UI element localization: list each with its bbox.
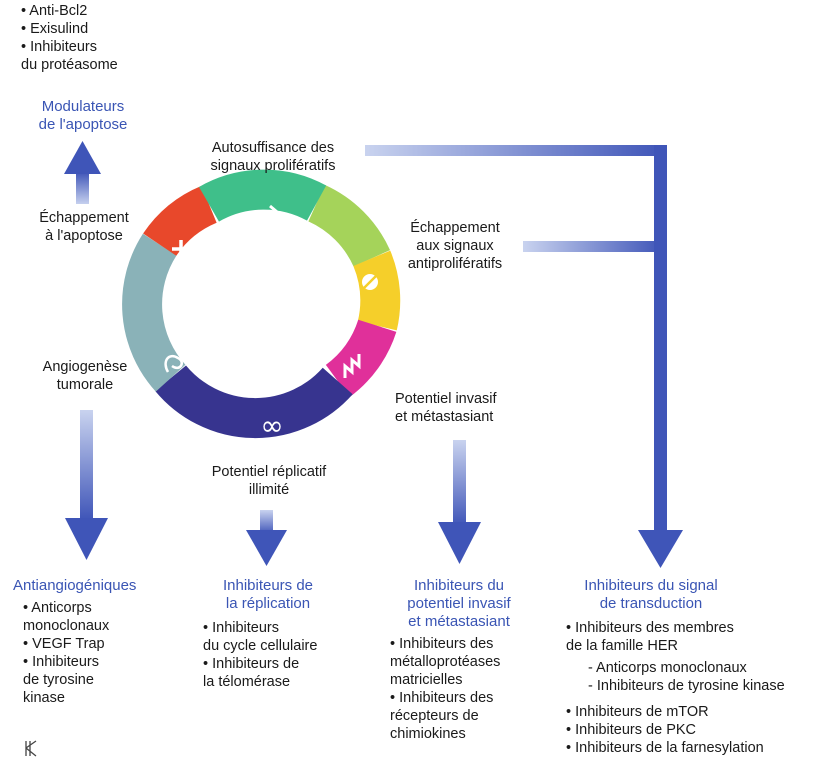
up-arrow	[64, 141, 101, 204]
list-item: • Exisulind	[21, 21, 89, 37]
cross-icon	[172, 240, 190, 258]
box-title: Inhibiteurs du signal de transduction	[584, 577, 718, 612]
list-item: • Inhibiteurs de mTOR	[566, 704, 709, 720]
list-item: • Inhibiteurs de PKC	[566, 722, 697, 738]
list-item: du protéasome	[21, 57, 118, 73]
list-item: • Anti-Bcl2	[21, 3, 88, 19]
list-item: • Inhibiteurs des	[390, 636, 494, 652]
box-title: Antiangiogéniques	[13, 577, 137, 594]
infinity-icon: ∞	[260, 409, 283, 442]
label-replicative: Potentiel réplicatif illimité	[211, 464, 327, 498]
box-transduction: Inhibiteurs du signal de transduction • …	[566, 577, 785, 757]
apoptosis-drugs-list: • Anti-Bcl2 • Exisulind • Inhibiteurs du…	[21, 2, 118, 74]
list-item: métalloprotéases	[390, 654, 501, 670]
arrow-invasion	[438, 440, 481, 564]
label-invasion: Potentiel invasif et métastasiant	[395, 391, 497, 425]
list-item: • Inhibiteurs	[203, 620, 280, 636]
apoptosis-modulators-title: Modulateurs de l'apoptose	[38, 98, 128, 133]
arrow-replication	[246, 510, 287, 566]
list-item: la télomérase	[203, 674, 291, 690]
list-item: - Anticorps monoclonaux	[588, 660, 747, 676]
arrow-icon	[256, 204, 280, 234]
pill-icon	[362, 274, 378, 290]
list-item: • Anticorps	[23, 600, 92, 616]
list-item: du cycle cellulaire	[203, 638, 318, 654]
hallmark-ring	[122, 169, 401, 439]
box-invasion: Inhibiteurs du potentiel invasif et méta…	[384, 577, 534, 743]
list-item: • Inhibiteurs des	[390, 690, 494, 706]
list-item: • Inhibiteurs des membres	[566, 620, 734, 636]
logo-icon	[25, 740, 37, 757]
list-item: • Inhibiteurs	[23, 654, 100, 670]
wave-icon	[343, 354, 361, 378]
list-item: • Inhibiteurs de	[203, 656, 300, 672]
box-replication: Inhibiteurs de la réplication • Inhibite…	[203, 577, 333, 691]
list-item: • VEGF Trap	[23, 636, 105, 652]
list-item: • Inhibiteurs	[21, 39, 98, 55]
box-antiangiogenic: Antiangiogéniques • Anticorps monoclonau…	[13, 577, 136, 707]
arrow-antiangiogenic	[65, 410, 108, 560]
list-item: récepteurs de	[390, 708, 479, 724]
list-item: kinase	[23, 690, 65, 706]
list-item: de la famille HER	[566, 638, 679, 654]
box-title: Inhibiteurs de la réplication	[222, 577, 314, 612]
box-title: Inhibiteurs du potentiel invasif et méta…	[407, 577, 511, 630]
list-item: • Inhibiteurs de la farnesylation	[566, 740, 764, 756]
label-evade-antiproliferative: Échappement aux signaux antiprolifératif…	[407, 220, 503, 272]
vessel-icon	[164, 355, 183, 373]
label-angiogenesis: Angiogenèse tumorale	[42, 359, 128, 393]
label-self-sufficiency: Autosuffisance des signaux prolifératifs	[210, 140, 336, 174]
list-item: monoclonaux	[23, 618, 110, 634]
list-item: chimiokines	[390, 726, 466, 742]
list-item: de tyrosine	[23, 672, 94, 688]
arrow-transduction	[365, 145, 683, 568]
list-item: - Inhibiteurs de tyrosine kinase	[588, 678, 785, 694]
list-item: matricielles	[390, 672, 463, 688]
label-evade-apoptosis: Échappement à l'apoptose	[39, 210, 129, 244]
